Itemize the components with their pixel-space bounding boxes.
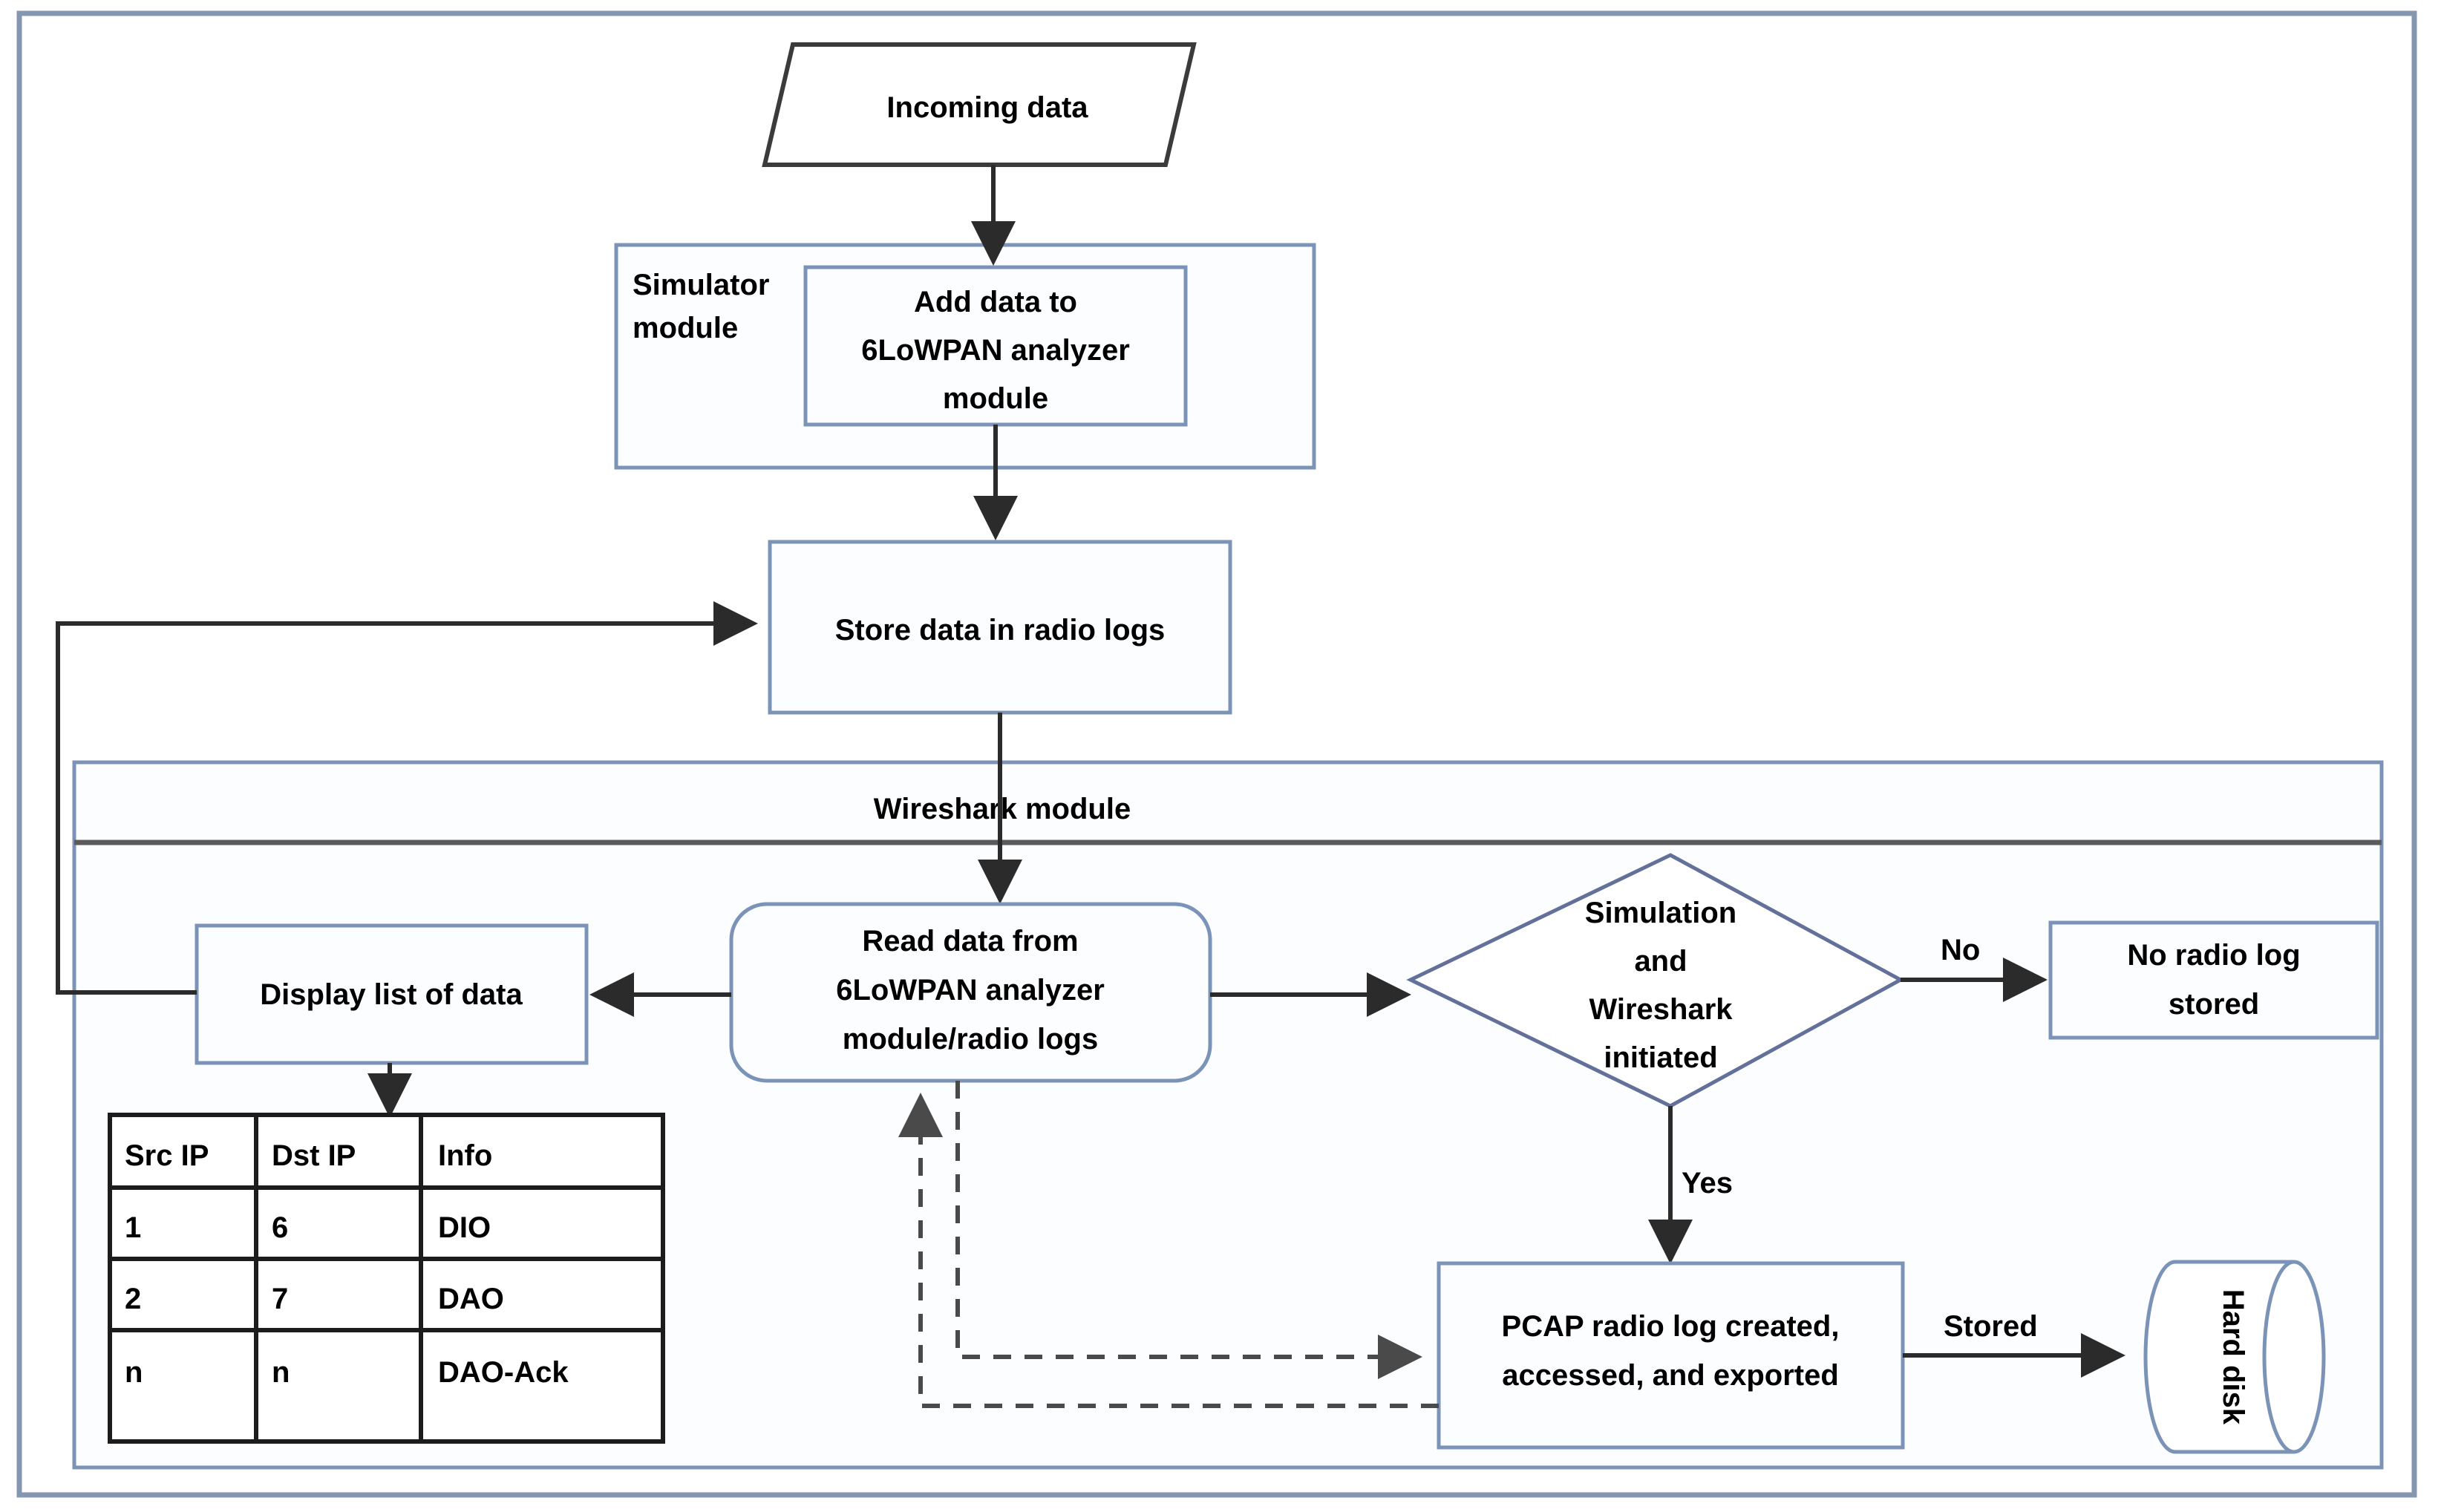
add-data-label-line3: module <box>943 382 1048 415</box>
decision-label-line1: Simulation <box>1585 897 1736 929</box>
cell-src-ip: 2 <box>125 1283 141 1315</box>
pcap-node[interactable] <box>1437 1261 1905 1450</box>
table-row: 2 7 DAO <box>125 1283 504 1315</box>
cell-dst-ip: n <box>272 1356 290 1389</box>
cell-src-ip: n <box>125 1356 143 1389</box>
edge-pcap-to-readdata-dashed <box>898 1093 1439 1408</box>
edge-label-stored: Stored <box>1944 1310 2038 1343</box>
edge-label-yes: Yes <box>1682 1167 1733 1200</box>
cell-dst-ip: 7 <box>272 1283 288 1315</box>
read-data-label-line2: 6LoWPAN analyzer <box>836 974 1105 1007</box>
pcap-label-line2: accessed, and exported <box>1502 1359 1839 1392</box>
packet-table: Src IP Dst IP Info 1 6 DIO 2 7 DAO n n D… <box>108 1113 665 1444</box>
table-row: n n DAO-Ack <box>125 1356 569 1389</box>
incoming-data-label: Incoming data <box>886 91 1088 124</box>
no-radio-log-label-line1: No radio log <box>2127 939 2300 972</box>
no-radio-log-node[interactable] <box>2048 920 2379 1040</box>
cell-info: DAO-Ack <box>438 1356 569 1389</box>
add-data-node[interactable] <box>803 265 1188 427</box>
no-radio-log-label-line2: stored <box>2169 988 2259 1021</box>
decision-label-line2: and <box>1634 945 1687 978</box>
add-data-label-line1: Add data to <box>914 286 1077 318</box>
decision-label-line3: Wireshark <box>1589 993 1733 1026</box>
read-data-label-line3: module/radio logs <box>843 1023 1098 1056</box>
table-header-info: Info <box>438 1139 492 1172</box>
pcap-label-line1: PCAP radio log created, <box>1502 1310 1840 1343</box>
cell-info: DAO <box>438 1283 504 1315</box>
simulator-module-label-line1: Simulator <box>633 269 769 301</box>
read-data-label-line1: Read data from <box>862 925 1078 958</box>
display-list-node[interactable] <box>195 923 589 1065</box>
decision-label-line4: initiated <box>1604 1041 1717 1074</box>
cell-info: DIO <box>438 1211 491 1244</box>
add-data-label-line2: 6LoWPAN analyzer <box>861 334 1130 367</box>
edge-displaylist-feedback-to-storedata <box>56 601 758 995</box>
hard-disk-label: Hard disk <box>2217 1289 2249 1425</box>
hard-disk-node[interactable] <box>2143 1260 2326 1454</box>
store-data-label: Store data in radio logs <box>835 614 1166 647</box>
table-outline <box>108 1113 665 1444</box>
simulator-module-label-line2: module <box>633 312 738 344</box>
table-row: 1 6 DIO <box>125 1211 491 1244</box>
edge-label-no: No <box>1941 934 1980 966</box>
table-header-src-ip: Src IP <box>125 1139 209 1172</box>
incoming-data-node[interactable] <box>762 42 1197 167</box>
table-header-dst-ip: Dst IP <box>272 1139 356 1172</box>
cell-dst-ip: 6 <box>272 1211 288 1244</box>
cell-src-ip: 1 <box>125 1211 141 1244</box>
display-list-label: Display list of data <box>260 978 523 1011</box>
